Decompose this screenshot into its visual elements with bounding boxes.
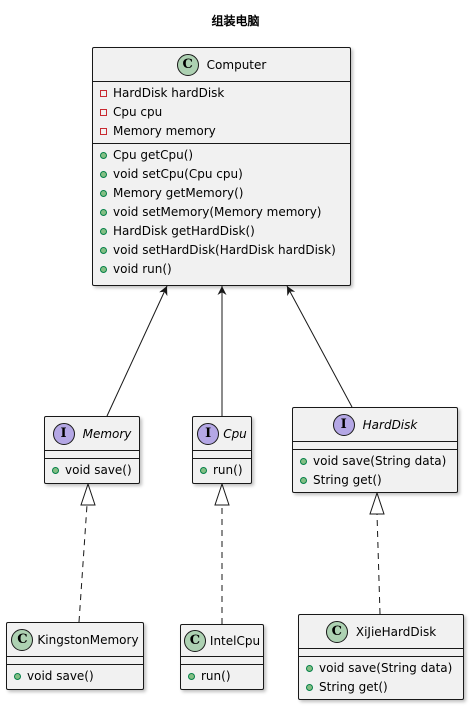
public-method-icon (305, 665, 313, 672)
class-name: Computer (206, 57, 267, 72)
class-badge-icon: C (176, 53, 199, 76)
private-field-icon (99, 128, 107, 135)
kingston-memory-class-box[interactable]: C KingstonMemory void save() (6, 622, 144, 690)
public-method-icon (187, 673, 195, 680)
field-row: Memory memory (99, 122, 350, 141)
cpu-interface-box[interactable]: I Cpu run() (192, 416, 252, 484)
empty-fields-section (193, 450, 251, 458)
intel-cpu-class-box[interactable]: C IntelCpu run() (180, 624, 264, 690)
method-row: String get() (305, 678, 463, 697)
xijie-harddisk-class-header: C XiJieHardDisk (299, 615, 463, 648)
public-method-icon (13, 673, 21, 680)
empty-fields-section (181, 656, 263, 664)
class-badge-icon: C (183, 629, 206, 652)
cpu-realization-triangle (214, 482, 230, 506)
kingston-memory-class-header: C KingstonMemory (7, 623, 143, 656)
private-field-icon (99, 109, 107, 116)
kingston-implements-memory-line (78, 504, 88, 623)
cpu-methods: run() (193, 458, 251, 482)
method-row: Cpu getCpu() (99, 146, 350, 165)
harddisk-to-computer-arrow (286, 285, 353, 408)
interface-name: HardDisk (362, 417, 418, 432)
public-method-icon (99, 228, 107, 235)
method-row: void save() (51, 461, 139, 480)
public-method-icon (299, 458, 307, 465)
class-name: IntelCpu (209, 633, 261, 648)
public-method-icon (99, 152, 107, 159)
interface-badge-icon: I (332, 413, 355, 436)
xijie-harddisk-methods: void save(String data) String get() (299, 656, 463, 699)
xijie-harddisk-class-box[interactable]: C XiJieHardDisk void save(String data) S… (298, 614, 464, 700)
method-row: void save(String data) (299, 452, 457, 471)
memory-to-computer-arrow (106, 285, 168, 417)
harddisk-realization-triangle (369, 491, 385, 515)
harddisk-interface-header: I HardDisk (293, 408, 457, 441)
class-badge-icon: C (11, 628, 34, 651)
public-method-icon (99, 209, 107, 216)
method-row: void setMemory(Memory memory) (99, 203, 350, 222)
harddisk-methods: void save(String data) String get() (293, 449, 457, 492)
intel-cpu-class-header: C IntelCpu (181, 625, 263, 656)
public-method-icon (99, 247, 107, 254)
class-name: XiJieHardDisk (355, 624, 437, 639)
kingston-memory-methods: void save() (7, 664, 143, 688)
memory-interface-box[interactable]: I Memory void save() (44, 416, 140, 484)
public-method-icon (199, 467, 207, 474)
method-row: void setHardDisk(HardDisk hardDisk) (99, 241, 350, 260)
class-name: KingstonMemory (37, 632, 139, 647)
cpu-interface-header: I Cpu (193, 417, 251, 450)
intel-cpu-methods: run() (181, 664, 263, 688)
public-method-icon (99, 171, 107, 178)
public-method-icon (305, 684, 313, 691)
method-row: void save(String data) (305, 659, 463, 678)
computer-methods: Cpu getCpu() void setCpu(Cpu cpu) Memory… (93, 143, 350, 281)
empty-fields-section (299, 648, 463, 656)
xijie-implements-harddisk-line (376, 513, 381, 615)
method-row: run() (199, 461, 251, 480)
memory-interface-header: I Memory (45, 417, 139, 450)
method-row: void save() (13, 667, 143, 686)
method-row: run() (187, 667, 263, 686)
interface-badge-icon: I (197, 422, 220, 445)
public-method-icon (99, 266, 107, 273)
computer-class-box[interactable]: C Computer HardDisk hardDisk Cpu cpu Mem… (92, 47, 351, 286)
empty-fields-section (293, 441, 457, 449)
diagram-title: 组装电脑 (211, 14, 260, 28)
field-row: HardDisk hardDisk (99, 84, 350, 103)
public-method-icon (99, 190, 107, 197)
method-row: void setCpu(Cpu cpu) (99, 165, 350, 184)
memory-methods: void save() (45, 458, 139, 482)
computer-fields: HardDisk hardDisk Cpu cpu Memory memory (93, 81, 350, 143)
empty-fields-section (45, 450, 139, 458)
interface-name: Cpu (223, 426, 247, 441)
method-row: HardDisk getHardDisk() (99, 222, 350, 241)
memory-realization-triangle (80, 482, 96, 506)
method-row: String get() (299, 471, 457, 490)
class-badge-icon: C (325, 620, 348, 643)
field-row: Cpu cpu (99, 103, 350, 122)
public-method-icon (51, 467, 59, 474)
interface-badge-icon: I (52, 422, 75, 445)
method-row: Memory getMemory() (99, 184, 350, 203)
private-field-icon (99, 90, 107, 97)
harddisk-interface-box[interactable]: I HardDisk void save(String data) String… (292, 407, 458, 493)
computer-class-header: C Computer (93, 48, 350, 81)
interface-name: Memory (82, 426, 132, 441)
public-method-icon (299, 477, 307, 484)
empty-fields-section (7, 656, 143, 664)
method-row: void run() (99, 260, 350, 279)
